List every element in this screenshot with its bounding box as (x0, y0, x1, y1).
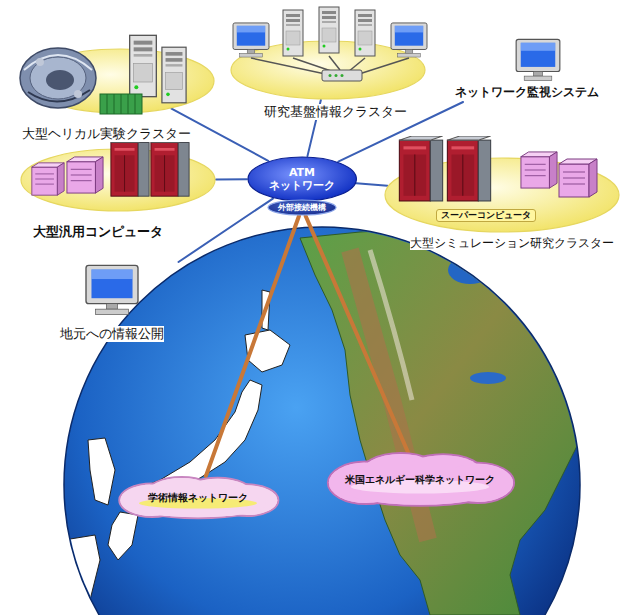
node-label: 米国エネルギー科学ネットワーク (345, 474, 495, 486)
cluster-ellipse: スーパーコンピュータ大型シミュレーション研究クラスター (384, 157, 620, 233)
storage-unit (521, 152, 557, 188)
ellipse-outline (231, 41, 425, 99)
lan-wires (251, 56, 409, 75)
mainland (60, 535, 100, 615)
cloud-fill (340, 471, 499, 505)
cluster-label: ネットワーク監視システム (455, 85, 599, 99)
workstation (233, 23, 269, 57)
network-ellipse: ATM ネットワーク (247, 156, 357, 202)
cluster-label: 大型シミュレーション研究クラスター (410, 236, 614, 250)
cluster-ellipse: 大型汎用コンピュータ (20, 148, 216, 212)
network-cloud: 米国エネルギー科学ネットワーク (324, 452, 516, 508)
server-tower (130, 35, 157, 96)
cluster-ellipse: 大型ヘリカル実験クラスター (25, 48, 215, 114)
cluster-ellipse-outline (230, 40, 426, 100)
cluster-label: 地元への情報公開 (60, 326, 164, 342)
network-link (206, 216, 299, 476)
ellipse-outline (248, 157, 356, 201)
storage-unit (67, 157, 103, 193)
ellipse-outline (21, 149, 215, 211)
node-label: 学術情報ネットワーク (148, 492, 248, 504)
monitor-terminal (516, 39, 560, 80)
node-label: ATM ネットワーク (262, 166, 342, 192)
gateway-ellipse: 外部接続機構 (267, 199, 337, 216)
helical-device (20, 48, 96, 108)
bay (448, 256, 492, 284)
mainframe-cabinet (111, 139, 149, 196)
cluster-ellipse-outline (20, 148, 216, 212)
server-tower (355, 10, 375, 56)
lake (470, 372, 506, 384)
island (108, 512, 138, 560)
cluster-label: スーパーコンピュータ (436, 209, 536, 222)
network-link (216, 178, 247, 180)
terminal-node: 地元への情報公開 (55, 262, 180, 344)
workstation (391, 23, 427, 57)
network-link (306, 216, 408, 452)
peninsula (88, 438, 115, 505)
network-link (356, 183, 387, 186)
ellipse-outline (26, 49, 214, 113)
north-america (300, 228, 590, 615)
cloud-fill (130, 491, 266, 517)
storage-unit (559, 159, 597, 197)
storage-unit (32, 163, 64, 195)
cluster-label: 研究基盤情報クラスター (264, 104, 407, 120)
cluster-label: 大型ヘリカル実験クラスター (22, 126, 191, 142)
network-link (179, 199, 273, 262)
node-label: 外部接続機構 (278, 203, 326, 213)
network-cloud: 学術情報ネットワーク (116, 476, 280, 520)
public-terminal (86, 265, 138, 314)
cluster-ellipse: 研究基盤情報クラスター (230, 40, 426, 100)
cluster-ellipse-outline (25, 48, 215, 114)
circuit-board (100, 94, 142, 114)
server-tower (162, 47, 186, 103)
server-tower (319, 7, 339, 53)
supercomputer-cabinet (447, 136, 490, 201)
server-tower (283, 10, 303, 56)
monitor-node: ネットワーク監視システム (452, 38, 608, 102)
network-hub (322, 70, 362, 81)
supercomputer-cabinet (399, 136, 442, 201)
continents (60, 228, 590, 615)
mainframe-cabinet (151, 139, 189, 196)
cluster-label: 大型汎用コンピュータ (33, 224, 163, 240)
ellipse-outline (385, 158, 619, 232)
ellipse-outline (268, 200, 336, 215)
